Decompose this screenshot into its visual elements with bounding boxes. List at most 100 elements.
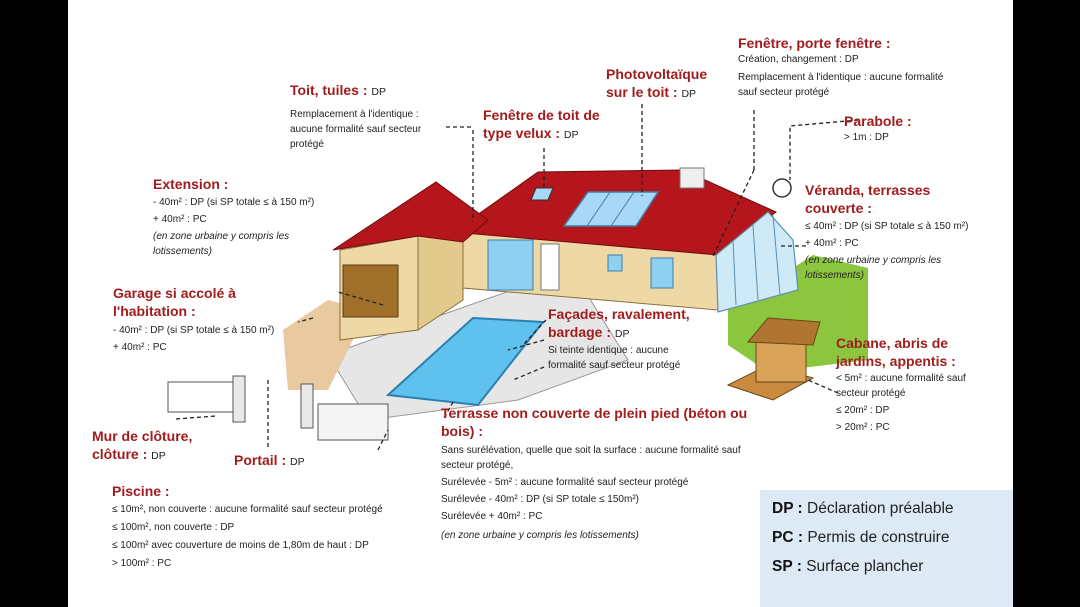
window-small xyxy=(607,254,623,272)
label-line: Surélevée + 40m² : PC xyxy=(441,511,543,522)
pool xyxy=(385,316,545,407)
label-title: bardage : xyxy=(548,324,612,340)
label-line: Création, changement : DP xyxy=(738,54,859,65)
label-note: lotissements) xyxy=(153,246,212,257)
front-door xyxy=(540,243,560,291)
label-line: > 20m² : PC xyxy=(836,422,890,433)
label-veranda: Véranda, terrasses couverte : ≤ 40m² : D… xyxy=(805,181,968,283)
label-title: Façades, ravalement, xyxy=(548,306,690,322)
fence xyxy=(317,403,389,441)
label-tag: DP xyxy=(371,86,386,98)
label-line: secteur protégé, xyxy=(441,460,514,471)
label-parabole: Parabole : > 1m : DP xyxy=(844,112,912,145)
parabole-dish xyxy=(772,178,792,198)
legend-item: DP : Déclaration préalable xyxy=(772,500,954,518)
label-title: Terrasse non couverte de plein pied (bét… xyxy=(441,405,748,421)
label-terrasse: Terrasse non couverte de plein pied (bét… xyxy=(441,404,747,543)
label-line: Remplacement à l'identique : xyxy=(290,109,419,120)
label-title: sur le toit : xyxy=(606,84,678,100)
cabane xyxy=(755,339,807,383)
label-line: + 40m² : PC xyxy=(113,342,167,353)
label-line: ≤ 100m² avec couverture de moins de 1,80… xyxy=(112,540,369,551)
label-velux: Fenêtre de toit de type velux : DP xyxy=(483,106,600,144)
label-line: > 100m² : PC xyxy=(112,558,172,569)
label-fenetre: Fenêtre, porte fenêtre : Création, chang… xyxy=(738,34,943,100)
label-title: type velux : xyxy=(483,125,561,141)
label-line: ≤ 20m² : DP xyxy=(836,405,890,416)
label-title: jardins, appentis : xyxy=(836,353,956,369)
label-note: (en zone urbaine y compris les xyxy=(805,255,942,266)
label-title: Photovoltaïque xyxy=(606,66,708,82)
legend-abbr: SP : xyxy=(772,558,802,575)
label-line: formalité sauf secteur protégé xyxy=(548,360,681,371)
label-title: Fenêtre, porte fenêtre : xyxy=(738,35,891,51)
label-tag: DP xyxy=(681,88,697,100)
label-title: clôture : xyxy=(92,446,148,462)
label-line: Remplacement à l'identique : aucune form… xyxy=(738,72,944,83)
label-line: protégé xyxy=(290,139,324,150)
solar-panels xyxy=(562,191,660,227)
gate-pillar xyxy=(232,375,246,423)
label-tag: DP xyxy=(563,129,579,141)
label-extension: Extension : - 40m² : DP (si SP totale ≤ … xyxy=(153,175,314,259)
label-title: bois) : xyxy=(441,423,483,439)
label-title: Portail : xyxy=(234,452,287,468)
label-line: ≤ 40m² : DP (si SP totale ≤ à 150 m²) xyxy=(805,221,969,232)
window xyxy=(650,257,674,289)
label-tag: DP xyxy=(290,456,305,468)
velux xyxy=(530,187,554,201)
label-title: Cabane, abris de xyxy=(836,335,949,351)
label-title: Fenêtre de toit de xyxy=(483,107,600,123)
legend-abbr: DP : xyxy=(772,500,803,517)
label-line: ≤ 100m², non couverte : DP xyxy=(112,522,235,533)
label-facades: Façades, ravalement, bardage : DP Si tei… xyxy=(548,305,690,373)
label-line: Si teinte identique : aucune xyxy=(548,345,669,356)
label-line: + 40m² : PC xyxy=(153,214,207,225)
label-line: Surélevée - 5m² : aucune formalité sauf … xyxy=(441,477,689,488)
label-garage: Garage si accolé à l'habitation : - 40m²… xyxy=(113,284,274,355)
veranda xyxy=(715,211,799,313)
label-note: (en zone urbaine y compris les lotisseme… xyxy=(441,530,639,541)
legend-text: Déclaration préalable xyxy=(807,500,954,517)
label-line: - 40m² : DP (si SP totale ≤ à 150 m²) xyxy=(153,197,315,208)
label-title: Mur de clôture, xyxy=(92,428,193,444)
label-line: - 40m² : DP (si SP totale ≤ à 150 m²) xyxy=(113,325,275,336)
legend-item: PC : Permis de construire xyxy=(772,529,949,547)
label-title: l'habitation : xyxy=(113,303,196,319)
glass-door xyxy=(487,239,534,291)
label-line: Sans surélévation, quelle que soit la su… xyxy=(441,445,741,456)
legend-text: Surface plancher xyxy=(806,558,924,575)
label-toit: Toit, tuiles : DP Remplacement à l'ident… xyxy=(290,81,421,152)
label-title: couverte : xyxy=(805,200,872,216)
label-title: Extension : xyxy=(153,176,229,192)
label-line: secteur protégé xyxy=(836,388,906,399)
label-tag: DP xyxy=(614,328,630,340)
label-line: ≤ 10m², non couverte : aucune formalité … xyxy=(112,504,383,515)
label-photovoltaique: Photovoltaïque sur le toit : DP xyxy=(606,65,707,103)
label-line: Surélevée - 40m² : DP (si SP totale ≤ 15… xyxy=(441,494,639,505)
diagram-canvas: Fenêtre, porte fenêtre : Création, chang… xyxy=(68,0,1013,607)
label-line: < 5m² : aucune formalité sauf xyxy=(836,373,966,384)
label-note: lotissements) xyxy=(805,270,864,281)
label-line: + 40m² : PC xyxy=(805,238,859,249)
legend-abbr: PC : xyxy=(772,529,803,546)
label-piscine: Piscine : ≤ 10m², non couverte : aucune … xyxy=(112,482,383,571)
house-illustration xyxy=(167,104,868,451)
label-title: Piscine : xyxy=(112,483,170,499)
extension-roof xyxy=(332,181,489,251)
label-line: > 1m : DP xyxy=(844,132,889,143)
label-cabane: Cabane, abris de jardins, appentis : < 5… xyxy=(836,334,966,435)
label-mur: Mur de clôture, clôture : DP xyxy=(92,427,192,465)
label-note: (en zone urbaine y compris les xyxy=(153,231,290,242)
label-title: Garage si accolé à xyxy=(113,285,236,301)
cabane-roof xyxy=(746,317,821,346)
garage-door xyxy=(342,264,399,318)
label-line: sauf secteur protégé xyxy=(738,87,830,98)
label-portail: Portail : DP xyxy=(234,451,305,471)
label-title: Toit, tuiles : xyxy=(290,82,368,98)
chimney xyxy=(679,167,705,189)
label-tag: DP xyxy=(151,450,166,462)
legend-text: Permis de construire xyxy=(807,529,950,546)
label-line: aucune formalité sauf secteur xyxy=(290,124,422,135)
legend-box: DP : Déclaration préalable PC : Permis d… xyxy=(760,490,1013,607)
